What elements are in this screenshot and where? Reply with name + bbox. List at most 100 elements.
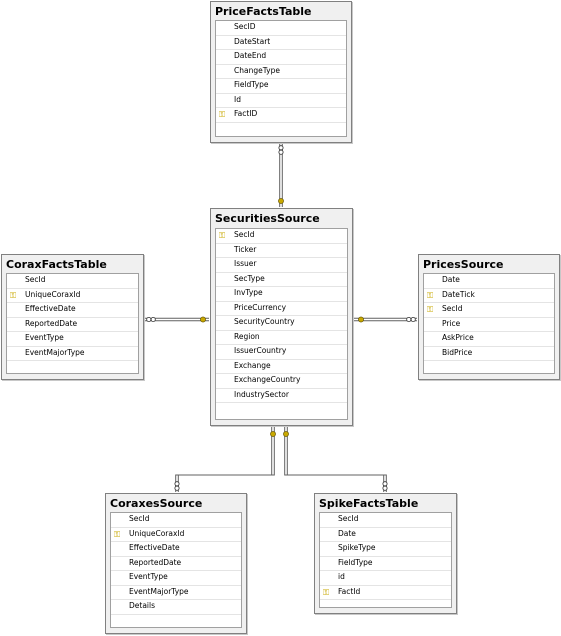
table-title: PricesSource (423, 258, 504, 271)
column-name: UniqueCoraxId (25, 289, 81, 299)
column-name: Id (234, 94, 241, 104)
column-row[interactable]: SecId (111, 513, 241, 528)
column-name: IssuerCountry (234, 346, 287, 355)
primary-key-icon: ⚿ (114, 529, 121, 539)
column-name: FactID (234, 109, 258, 118)
column-row[interactable]: FieldType (216, 79, 346, 94)
column-row[interactable]: Details (111, 600, 241, 615)
table-title: SpikeFactsTable (319, 497, 419, 510)
one-end-key-icon (278, 198, 284, 204)
column-row[interactable]: ⚿FactId (320, 586, 451, 600)
column-row[interactable]: EffectiveDate (111, 542, 241, 557)
column-row[interactable]: SecType (216, 273, 347, 287)
column-row[interactable]: IssuerCountry (216, 345, 347, 360)
column-row[interactable]: SecId (320, 513, 451, 528)
column-row[interactable]: BidPrice (424, 347, 554, 361)
one-end-key-icon (283, 431, 289, 437)
column-row[interactable]: EventType (7, 332, 138, 347)
column-name: SecId (129, 514, 150, 523)
relationship-spikefacts-securities[interactable] (286, 427, 387, 492)
column-row[interactable]: ReportedDate (111, 557, 241, 571)
column-row[interactable]: Exchange (216, 360, 347, 374)
column-name: ChangeType (234, 65, 280, 75)
column-row[interactable]: InvType (216, 287, 347, 302)
column-name: Ticker (234, 244, 257, 254)
column-row[interactable]: EventType (111, 571, 241, 586)
column-name: FactId (338, 586, 361, 596)
column-row[interactable]: ReportedDate (7, 318, 138, 332)
table-title: CoraxFactsTable (6, 258, 107, 271)
column-name: Details (129, 601, 156, 610)
column-name: Date (338, 528, 356, 538)
column-row[interactable]: SpikeType (320, 542, 451, 557)
column-row[interactable]: DateStart (216, 36, 346, 50)
column-name: SecId (338, 514, 359, 523)
column-row[interactable]: PriceCurrency (216, 302, 347, 316)
table-title: PriceFactsTable (215, 5, 312, 18)
column-name: UniqueCoraxId (129, 528, 185, 538)
column-name: DateEnd (234, 51, 267, 60)
column-name: SecType (234, 273, 265, 283)
column-row[interactable]: Date (320, 528, 451, 542)
column-row[interactable]: ⚿ UniqueCoraxId (111, 528, 241, 542)
one-end-key-icon (200, 316, 206, 323)
column-name: Date (442, 275, 460, 284)
column-row[interactable]: AskPrice (424, 332, 554, 347)
column-row[interactable]: EventMajorType (111, 586, 241, 600)
column-row[interactable]: IndustrySector (216, 389, 347, 403)
column-row[interactable]: Ticker (216, 244, 347, 258)
column-row[interactable]: ⚿ UniqueCoraxId (7, 289, 138, 303)
column-row[interactable]: ⚿SecId (216, 229, 347, 244)
column-name: AskPrice (442, 333, 474, 342)
column-name: EventType (129, 572, 168, 581)
column-row[interactable]: Date (424, 274, 554, 289)
column-row[interactable]: SecId (7, 274, 138, 289)
column-row[interactable]: Id (216, 94, 346, 108)
column-name: EventMajorType (25, 347, 85, 357)
relationship-coraxes-securities[interactable] (175, 427, 273, 492)
column-name: EventMajorType (129, 586, 189, 596)
column-row[interactable]: ChangeType (216, 65, 346, 79)
table-title: CoraxesSource (110, 497, 203, 510)
column-row[interactable]: EffectiveDate (7, 303, 138, 318)
column-name: PriceCurrency (234, 302, 287, 312)
column-name: ReportedDate (129, 557, 182, 567)
column-row[interactable]: Region (216, 331, 347, 345)
column-name: Exchange (234, 360, 271, 370)
column-name: SecID (234, 22, 256, 31)
relationship-coraxes-securities[interactable] (177, 427, 275, 492)
column-row[interactable]: ⚿SecId (424, 303, 554, 318)
column-row[interactable]: EventMajorType (7, 347, 138, 361)
column-name: SecId (25, 275, 46, 284)
many-end-icon (146, 316, 156, 322)
relationship-spikefacts-securities[interactable] (284, 427, 385, 492)
column-row[interactable]: FieldType (320, 557, 451, 571)
column-name: Issuer (234, 259, 257, 268)
column-row[interactable]: Price (424, 318, 554, 332)
column-row[interactable]: ⚿DateTick (424, 289, 554, 303)
column-row[interactable]: ⚿FactID (216, 108, 346, 123)
primary-key-icon: ⚿ (219, 231, 226, 240)
primary-key-icon: ⚿ (10, 290, 17, 300)
column-row[interactable]: ExchangeCountry (216, 374, 347, 389)
one-end-key-icon (358, 316, 364, 323)
column-row[interactable]: DateEnd (216, 50, 346, 65)
column-row[interactable]: SecID (216, 21, 346, 36)
column-row[interactable]: SecurityCountry (216, 316, 347, 331)
column-row[interactable]: id (320, 571, 451, 586)
column-row[interactable]: Issuer (216, 258, 347, 273)
primary-key-icon: ⚿ (427, 305, 434, 314)
column-name: DateTick (442, 289, 475, 299)
